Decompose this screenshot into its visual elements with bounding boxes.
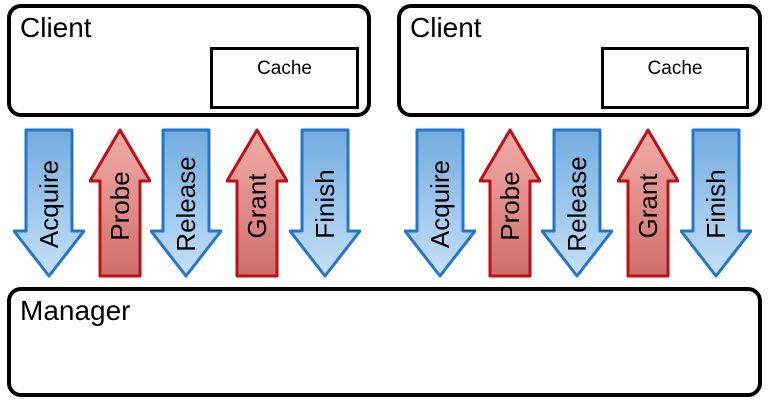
- arrow-label-acquire: Acquire: [34, 160, 64, 248]
- manager-box: Manager: [7, 287, 762, 397]
- manager-title: Manager: [20, 295, 131, 326]
- arrow-label-probe: Probe: [105, 171, 135, 240]
- arrow-label-release: Release: [562, 156, 592, 251]
- client-1-title: Client: [20, 12, 92, 43]
- arrow-label-probe: Probe: [495, 171, 525, 240]
- arrow-grant-client2: Grant: [617, 128, 679, 278]
- up-arrow-shape: [479, 128, 541, 278]
- down-arrow-shape: [150, 128, 222, 278]
- up-arrow-shape: [226, 128, 288, 278]
- cache-box-2: Cache: [601, 47, 749, 109]
- up-arrow-shape: [617, 128, 679, 278]
- arrow-acquire-client1: Acquire: [13, 128, 85, 278]
- client-2-title: Client: [410, 12, 482, 43]
- arrow-grant-client1: Grant: [226, 128, 288, 278]
- arrow-label-finish: Finish: [310, 169, 340, 238]
- up-arrow-shape: [89, 128, 151, 278]
- down-arrow-shape: [13, 128, 85, 278]
- arrow-probe-client1: Probe: [89, 128, 151, 278]
- cache-1-title: Cache: [257, 58, 312, 79]
- arrow-finish-client1: Finish: [289, 128, 361, 278]
- arrow-label-grant: Grant: [633, 173, 663, 239]
- down-arrow-shape: [404, 128, 476, 278]
- down-arrow-shape: [289, 128, 361, 278]
- arrow-probe-client2: Probe: [479, 128, 541, 278]
- arrow-label-grant: Grant: [242, 173, 272, 239]
- down-arrow-shape: [541, 128, 613, 278]
- arrow-label-finish: Finish: [701, 169, 731, 238]
- cache-box-1: Cache: [210, 47, 359, 109]
- arrow-release-client1: Release: [150, 128, 222, 278]
- arrow-label-release: Release: [171, 156, 201, 251]
- arrow-finish-client2: Finish: [680, 128, 752, 278]
- arrow-label-acquire: Acquire: [425, 160, 455, 248]
- arrow-release-client2: Release: [541, 128, 613, 278]
- down-arrow-shape: [680, 128, 752, 278]
- arrow-acquire-client2: Acquire: [404, 128, 476, 278]
- cache-2-title: Cache: [647, 58, 703, 79]
